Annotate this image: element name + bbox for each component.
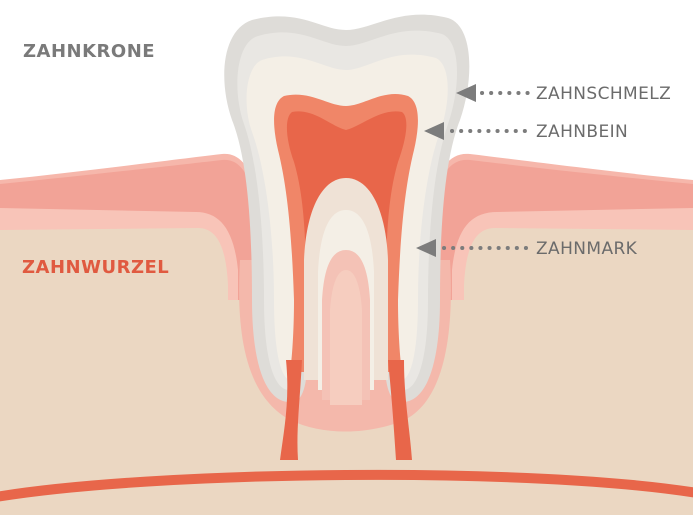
crown-label: ZAHNKRONE bbox=[23, 43, 155, 61]
dentin-pointer bbox=[424, 122, 528, 140]
enamel-label: ZAHNSCHMELZ bbox=[536, 86, 671, 103]
dentin-label: ZAHNBEIN bbox=[536, 124, 628, 141]
pulp-label: ZAHNMARK bbox=[536, 241, 637, 258]
root-label: ZAHNWURZEL bbox=[22, 259, 169, 277]
inner-cavity-fill bbox=[330, 270, 362, 405]
